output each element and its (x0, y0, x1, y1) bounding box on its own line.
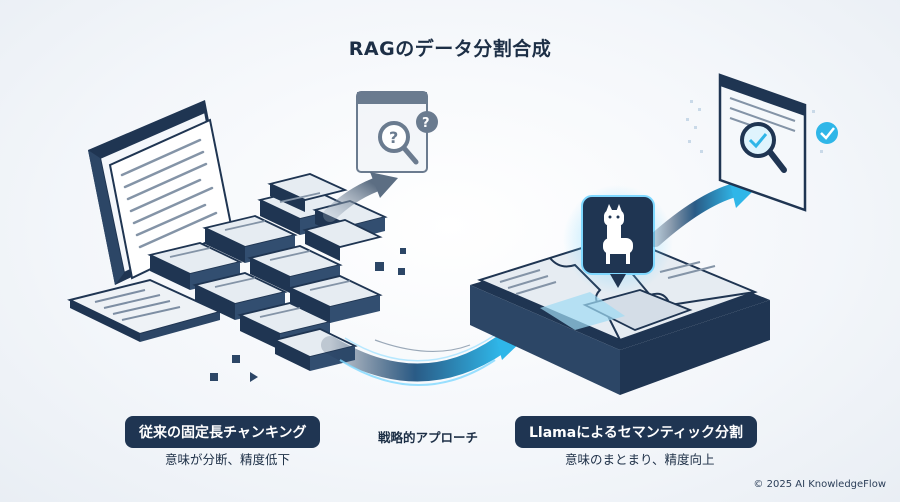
left-method-description: 意味が分断、精度低下 (165, 452, 291, 467)
svg-text:?: ? (422, 116, 430, 131)
llama-icon (563, 185, 673, 295)
center-approach-label: 戦略的アプローチ (378, 430, 479, 445)
right-method-label: Llamaによるセマンティック分割 (515, 416, 757, 448)
copyright-footer: © 2025 AI KnowledgeFlow (753, 479, 886, 490)
check-badge-icon (816, 122, 838, 144)
right-method-description: 意味のまとまり、精度向上 (565, 452, 715, 467)
left-method-label: 従来の固定長チャンキング (125, 416, 321, 448)
question-search-icon: ? ? (356, 91, 438, 173)
document-icon (88, 100, 234, 285)
check-search-icon (686, 73, 823, 212)
svg-text:?: ? (389, 128, 398, 147)
page-title: RAGのデータ分割合成 (348, 38, 552, 60)
fixed-chunks (67, 173, 406, 382)
